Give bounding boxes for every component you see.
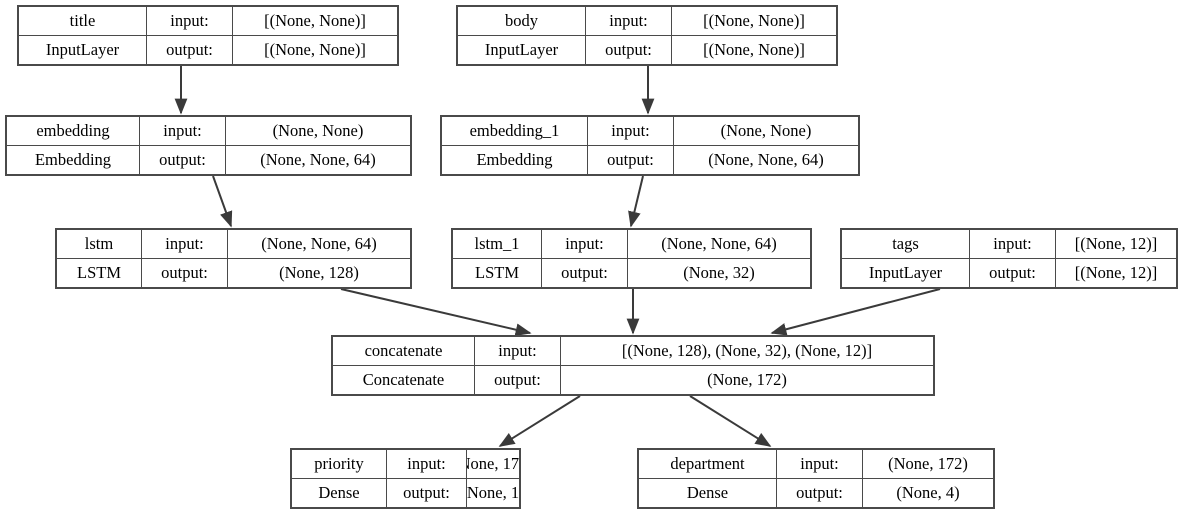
input-label: input:: [147, 7, 233, 35]
input-shape-value: [(None, 12)]: [1074, 233, 1158, 253]
output-label: output:: [147, 36, 233, 64]
layer-name-label: title: [19, 7, 147, 35]
output-label: output:: [387, 479, 467, 507]
output-label: output:: [140, 146, 226, 174]
input-shape-value: (None, None, 64): [261, 233, 377, 253]
layer-name-label: concatenate: [333, 337, 475, 366]
output-shape-value: (None, 172): [707, 369, 787, 389]
layer-class-label: Concatenate: [333, 365, 475, 394]
layer-name-label: body: [458, 7, 586, 35]
layer-class-label: Embedding: [7, 146, 140, 174]
output-shape-value: [(None, 12)]: [1074, 262, 1158, 282]
input-label: input:: [475, 337, 561, 366]
input-label: input:: [542, 230, 628, 258]
input-label: input:: [387, 450, 467, 478]
layer-class-label: InputLayer: [842, 259, 970, 287]
layer-name-label: lstm_1: [453, 230, 542, 258]
edge-embedding-to-lstm: [212, 175, 233, 228]
output-label: output:: [542, 259, 628, 287]
layer-class-label: LSTM: [57, 259, 142, 287]
input-label: input:: [140, 117, 226, 145]
input-label: input:: [777, 450, 863, 478]
input-label: input:: [588, 117, 674, 145]
node-shape-column: [(None, 128), (None, 32), (None, 12)] (No…: [561, 337, 933, 394]
output-shape-value: (None, None, 64): [260, 149, 376, 169]
input-shape-value: (None, None, 64): [661, 233, 777, 253]
layer-class-label: InputLayer: [19, 36, 147, 64]
output-label: output:: [588, 146, 674, 174]
layer-name-label: priority: [292, 450, 387, 478]
edge-lstm-to-concatenate: [340, 288, 532, 336]
output-label: output:: [777, 479, 863, 507]
layer-name-label: embedding: [7, 117, 140, 145]
edge-concatenate-to-priority: [498, 395, 581, 447]
output-label: output:: [142, 259, 228, 287]
layer-class-label: Dense: [639, 479, 777, 507]
output-shape-value: (None, 4): [896, 482, 960, 502]
output-shape-value: (None, 128): [279, 262, 359, 282]
output-shape-value: [(None, None)]: [703, 39, 805, 59]
layer-name-label: lstm: [57, 230, 142, 258]
input-label: input:: [586, 7, 672, 35]
layer-name-label: tags: [842, 230, 970, 258]
edge-concatenate-to-department: [689, 395, 772, 447]
layer-class-label: Dense: [292, 479, 387, 507]
edge-embedding_1-to-lstm_1: [628, 175, 644, 228]
edge-tags-to-concatenate: [770, 288, 941, 336]
output-shape-value: (None, 1): [467, 482, 519, 502]
layer-name-label: embedding_1: [442, 117, 588, 145]
input-shape-value: (None, 172): [888, 453, 968, 473]
layer-class-label: Embedding: [442, 146, 588, 174]
input-shape-value: [(None, 128), (None, 32), (None, 12)]: [561, 337, 933, 366]
output-label: output:: [475, 365, 561, 394]
layer-name-label: department: [639, 450, 777, 478]
output-shape-value: [(None, None)]: [264, 39, 366, 59]
layer-class-label: InputLayer: [458, 36, 586, 64]
output-label: output:: [970, 259, 1056, 287]
input-shape-value: (None, 172): [467, 453, 519, 473]
output-label: output:: [586, 36, 672, 64]
input-shape-value: (None, None): [272, 120, 364, 140]
layer-class-label: LSTM: [453, 259, 542, 287]
input-shape-value: [(None, None)]: [264, 10, 366, 30]
input-label: input:: [970, 230, 1056, 258]
input-shape-value: [(None, None)]: [703, 10, 805, 30]
output-shape-value: (None, None, 64): [708, 149, 824, 169]
input-shape-value: (None, None): [720, 120, 812, 140]
output-shape-value: (None, 32): [683, 262, 755, 282]
input-label: input:: [142, 230, 228, 258]
